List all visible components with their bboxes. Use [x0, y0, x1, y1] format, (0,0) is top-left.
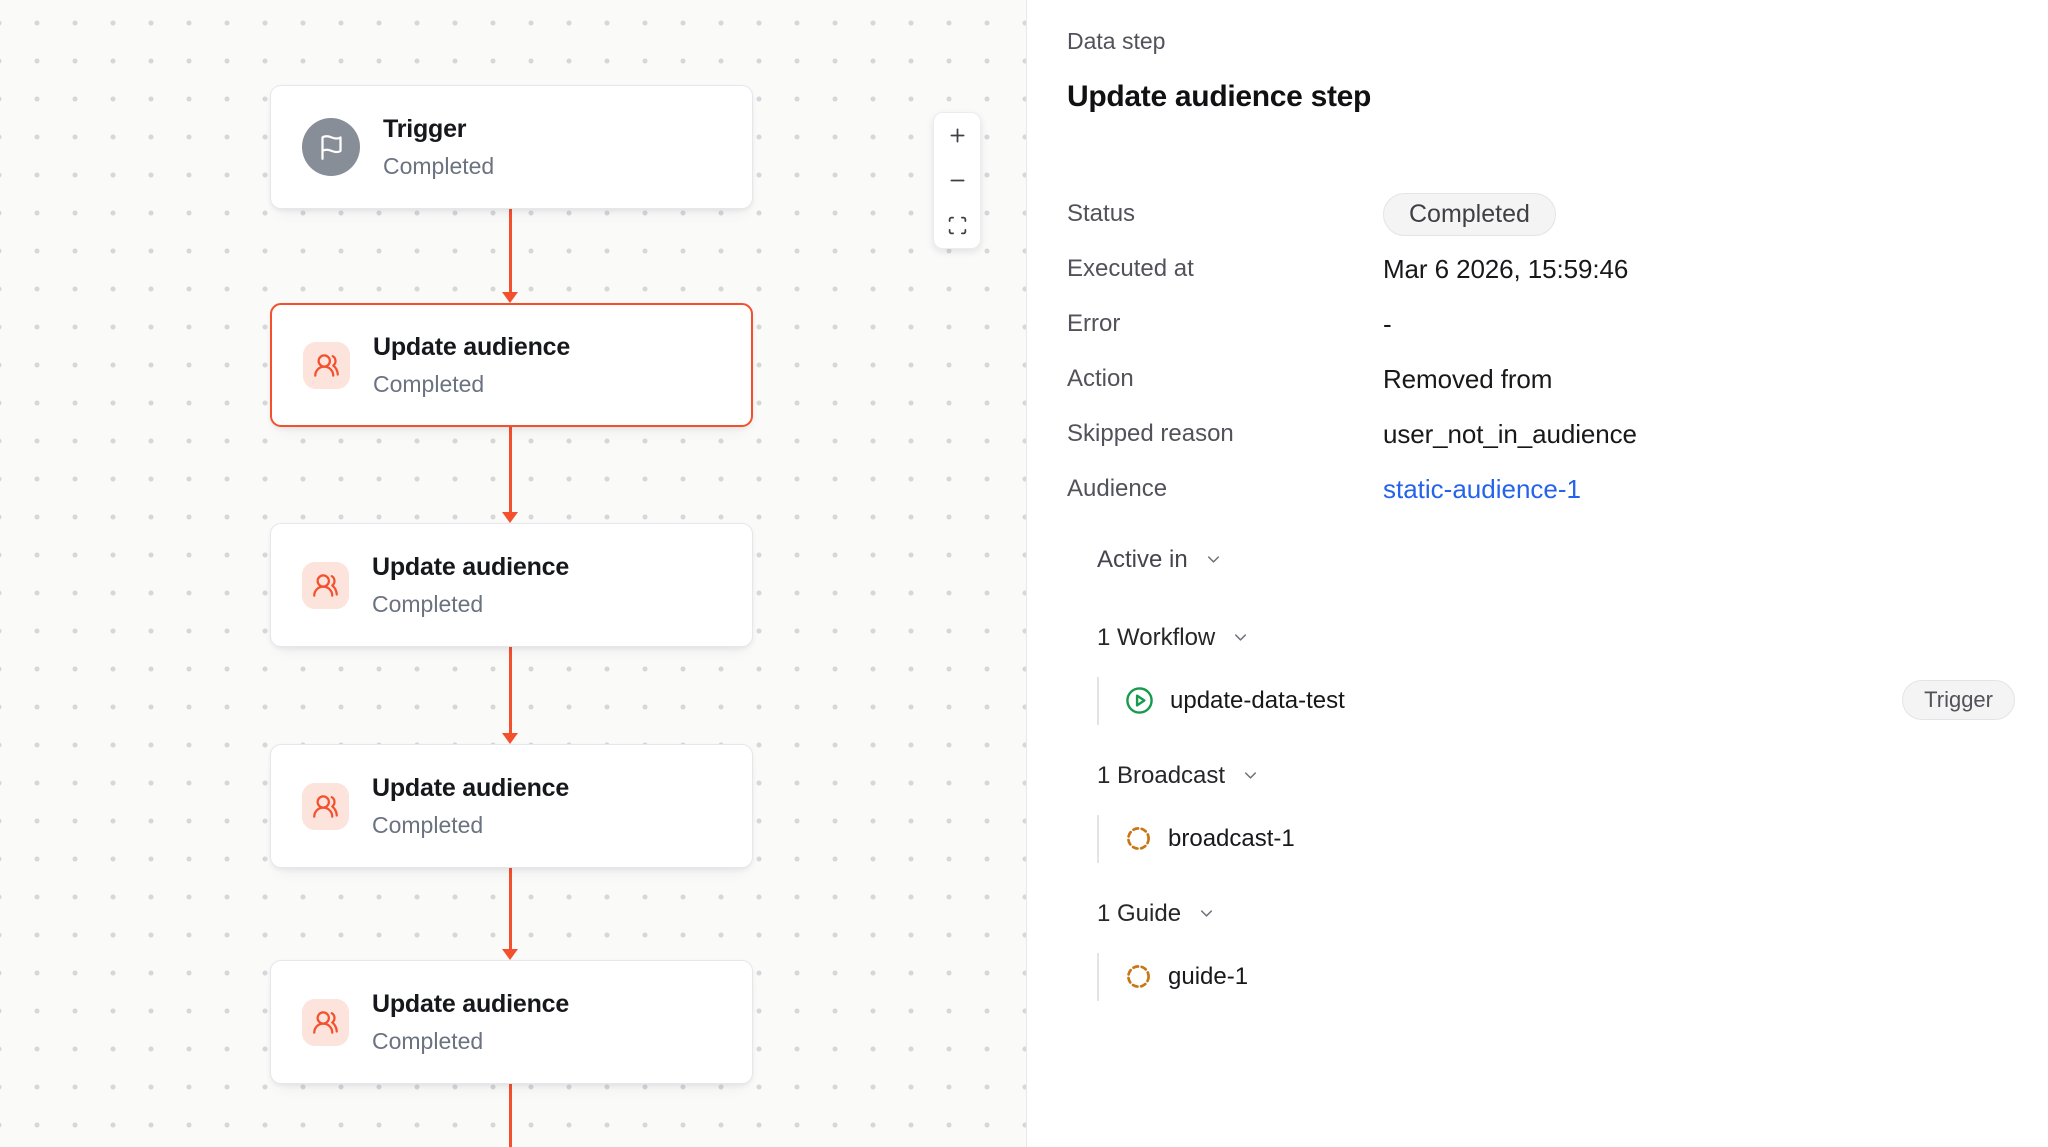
chevron-down-icon — [1241, 766, 1260, 785]
zoom-in-button[interactable] — [934, 113, 980, 158]
play-circle-icon — [1125, 686, 1154, 715]
field-value: user_not_in_audience — [1383, 418, 1637, 449]
plus-icon — [947, 125, 968, 146]
group-label: 1 Broadcast — [1097, 761, 1226, 789]
item-name: update-data-test — [1170, 686, 1345, 714]
group-toggle-broadcast[interactable]: 1 Broadcast — [1097, 761, 2048, 791]
node-status: Completed — [372, 1027, 484, 1054]
field-value: - — [1383, 308, 1392, 339]
list-item-guide[interactable]: guide-1 — [1097, 952, 2048, 1001]
group-toggle-workflow[interactable]: 1 Workflow — [1097, 623, 2048, 653]
field-label: Audience — [1067, 475, 1168, 502]
field-label: Error — [1067, 310, 1121, 337]
node-title: Update audience — [373, 332, 571, 361]
node-status: Completed — [372, 811, 484, 838]
list-item-workflow[interactable]: update-data-test — [1097, 676, 2048, 725]
flag-icon — [302, 118, 360, 176]
flow-edge — [502, 647, 519, 744]
minus-icon — [947, 170, 968, 191]
active-in-label: Active in — [1097, 545, 1188, 573]
canvas-zoom-toolbar — [933, 112, 981, 249]
chevron-down-icon — [1204, 550, 1223, 569]
node-title: Update audience — [372, 989, 570, 1018]
group-label: 1 Guide — [1097, 899, 1182, 927]
field-row-audience: Audience static-audience-1 — [1067, 462, 2048, 517]
flow-canvas[interactable]: Trigger Completed Update audience Comple… — [0, 0, 1026, 1147]
flow-edge — [502, 868, 519, 960]
audience-link[interactable]: static-audience-1 — [1383, 473, 1581, 504]
flow-node-update-audience-1[interactable]: Update audience Completed — [270, 303, 753, 427]
field-label: Skipped reason — [1067, 420, 1234, 447]
node-status: Completed — [383, 152, 495, 179]
flow-node-update-audience-3[interactable]: Update audience Completed — [270, 744, 753, 868]
flow-node-update-audience-2[interactable]: Update audience Completed — [270, 523, 753, 647]
status-badge: Completed — [1383, 192, 1556, 236]
field-row-skipped-reason: Skipped reason user_not_in_audience — [1067, 407, 2048, 462]
fit-view-icon — [947, 215, 968, 236]
panel-eyebrow: Data step — [1067, 28, 1166, 54]
users-icon — [303, 341, 350, 389]
chevron-down-icon — [1231, 628, 1250, 647]
group-toggle-guide[interactable]: 1 Guide — [1097, 899, 2048, 929]
group-label: 1 Workflow — [1097, 623, 1216, 651]
node-title: Update audience — [372, 773, 570, 802]
field-label: Executed at — [1067, 255, 1194, 282]
active-in-toggle[interactable]: Active in — [1097, 545, 2048, 575]
flow-edge — [502, 427, 519, 523]
flow-edge — [502, 209, 519, 303]
node-status: Completed — [373, 370, 485, 397]
active-in-section: Active in 1 Workflow update-data-test 1 … — [1097, 545, 2048, 1001]
step-details-panel: Data step Update audience step Status Co… — [1026, 0, 2048, 1147]
step-fields: Status Completed Executed at Mar 6 2026,… — [1067, 187, 2048, 517]
zoom-out-button[interactable] — [934, 158, 980, 203]
workflow-trigger-badge: Trigger — [1902, 680, 2015, 720]
users-icon — [302, 998, 349, 1046]
node-title: Trigger — [383, 114, 467, 143]
node-status: Completed — [372, 590, 484, 617]
fit-view-button[interactable] — [934, 203, 980, 248]
field-value: Removed from — [1383, 363, 1553, 394]
chevron-down-icon — [1197, 904, 1216, 923]
field-label: Action — [1067, 365, 1134, 392]
field-row-action: Action Removed from — [1067, 352, 2048, 407]
dashed-circle-icon — [1125, 963, 1152, 990]
field-row-executed-at: Executed at Mar 6 2026, 15:59:46 — [1067, 242, 2048, 297]
dashed-circle-icon — [1125, 825, 1152, 852]
panel-title: Update audience step — [1067, 80, 1372, 113]
field-row-error: Error - — [1067, 297, 2048, 352]
list-item-broadcast[interactable]: broadcast-1 — [1097, 814, 2048, 863]
field-row-status: Status Completed — [1067, 187, 2048, 242]
flow-edge — [509, 1084, 512, 1147]
field-value: Mar 6 2026, 15:59:46 — [1383, 253, 1629, 284]
item-name: broadcast-1 — [1168, 824, 1295, 852]
flow-node-trigger[interactable]: Trigger Completed — [270, 85, 753, 209]
users-icon — [302, 561, 349, 609]
flow-node-update-audience-4[interactable]: Update audience Completed — [270, 960, 753, 1084]
users-icon — [302, 782, 349, 830]
item-name: guide-1 — [1168, 962, 1249, 990]
field-label: Status — [1067, 200, 1136, 227]
node-title: Update audience — [372, 552, 570, 581]
